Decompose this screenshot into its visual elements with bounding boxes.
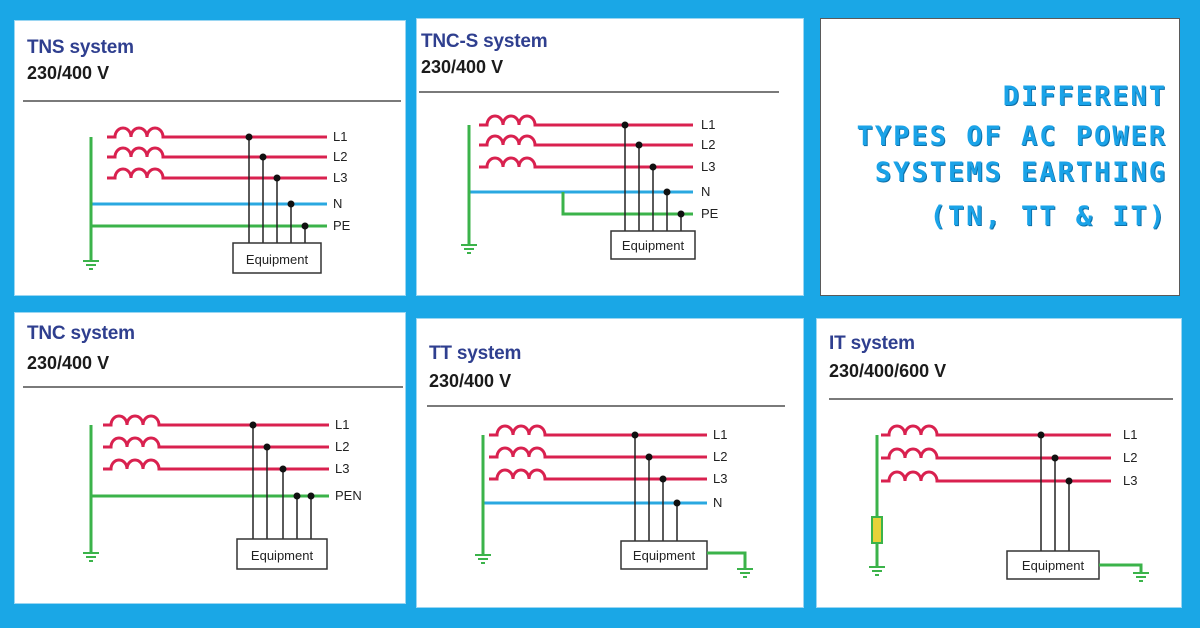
phase-conductors bbox=[167, 135, 327, 180]
phase-conductors bbox=[163, 423, 329, 471]
pe-conductor bbox=[561, 192, 693, 216]
tnc-system-panel: TNC system 230/400 V Equi bbox=[14, 312, 406, 604]
tns-system-panel: TNS system 230/400 V bbox=[14, 20, 406, 296]
tnc-s-system-panel: TNC-S system 230/400 V bbox=[416, 18, 804, 296]
line-label-pen: PEN bbox=[335, 488, 362, 503]
junction-dots bbox=[631, 431, 681, 507]
tt-wiring-diagram: Equipment L1 L2 L3 N bbox=[475, 424, 753, 578]
line-label-l2: L2 bbox=[1123, 450, 1137, 465]
equipment-box bbox=[620, 540, 708, 570]
line-label-l1: L1 bbox=[713, 427, 727, 442]
divider bbox=[419, 91, 779, 93]
it-wiring-diagram: Equipment L1 L2 L3 bbox=[869, 424, 1149, 582]
equipment-label: Equipment bbox=[633, 548, 696, 563]
divider bbox=[427, 405, 785, 407]
ground-symbol bbox=[461, 244, 477, 254]
panel-title: TT system bbox=[429, 343, 522, 364]
local-earth-conductor bbox=[1099, 563, 1143, 573]
equipment-label: Equipment bbox=[1022, 558, 1085, 573]
phase-conductors bbox=[539, 123, 693, 169]
headline-line-2: TYPES OF AC POWER bbox=[856, 121, 1167, 152]
line-label-pe: PE bbox=[333, 218, 351, 233]
headline-panel: DIFFERENT TYPES OF AC POWER SYSTEMS EART… bbox=[820, 18, 1180, 296]
line-label-l2: L2 bbox=[701, 137, 715, 152]
local-earth-conductor bbox=[707, 551, 747, 569]
tnc-wiring-diagram: Equipment L1 L2 L3 PEN bbox=[83, 414, 362, 570]
line-label-l3: L3 bbox=[701, 159, 715, 174]
line-label-n: N bbox=[701, 184, 710, 199]
junction-dots bbox=[621, 121, 685, 218]
panel-voltage: 230/400 V bbox=[421, 57, 504, 77]
panel-voltage: 230/400/600 V bbox=[829, 361, 947, 381]
panel-title: TNC system bbox=[27, 323, 135, 344]
transformer-windings bbox=[103, 414, 163, 471]
phase-conductors bbox=[549, 433, 707, 481]
junction-dots bbox=[245, 133, 309, 230]
line-label-pe: PE bbox=[701, 206, 719, 221]
tns-wiring-diagram: Equipment L1 L2 L3 N PE bbox=[83, 126, 351, 274]
headline-line-3: SYSTEMS EARTHING bbox=[874, 157, 1167, 188]
line-label-n: N bbox=[713, 495, 722, 510]
panel-voltage: 230/400 V bbox=[27, 353, 110, 373]
ground-symbol bbox=[83, 260, 99, 270]
divider bbox=[829, 398, 1173, 400]
line-label-n: N bbox=[333, 196, 342, 211]
equipment-taps bbox=[252, 425, 312, 539]
line-label-l1: L1 bbox=[333, 129, 347, 144]
transformer-windings bbox=[489, 424, 549, 481]
divider bbox=[23, 386, 403, 388]
line-label-l3: L3 bbox=[333, 170, 347, 185]
equipment-taps bbox=[624, 125, 682, 231]
equipment-taps bbox=[1040, 435, 1070, 551]
headline-line-4: (TN, TT & IT) bbox=[929, 201, 1167, 232]
line-label-l1: L1 bbox=[701, 117, 715, 132]
junction-dots bbox=[249, 421, 315, 500]
tnc-s-wiring-diagram: Equipment L1 L2 L3 N PE bbox=[461, 114, 719, 260]
line-label-l3: L3 bbox=[1123, 473, 1137, 488]
equipment-taps bbox=[248, 137, 306, 243]
equipment-label: Equipment bbox=[246, 252, 309, 267]
equipment-box bbox=[232, 242, 322, 274]
headline-line-1: DIFFERENT bbox=[1002, 81, 1167, 112]
line-label-l2: L2 bbox=[335, 439, 349, 454]
divider bbox=[23, 100, 401, 102]
panel-voltage: 230/400 V bbox=[27, 63, 110, 83]
source-ground-symbol bbox=[869, 566, 885, 576]
line-label-l3: L3 bbox=[335, 461, 349, 476]
it-system-panel: IT system 230/400/600 V Equipment bbox=[816, 318, 1182, 608]
junction-dots bbox=[1037, 431, 1073, 485]
line-label-l3: L3 bbox=[713, 471, 727, 486]
tt-system-panel: TT system 230/400 V Equipment bbox=[416, 318, 804, 608]
transformer-windings bbox=[881, 424, 941, 483]
equipment-label: Equipment bbox=[251, 548, 314, 563]
equipment-ground-symbol bbox=[737, 568, 753, 578]
line-label-l1: L1 bbox=[1123, 427, 1137, 442]
equipment-box bbox=[610, 230, 696, 260]
panel-voltage: 230/400 V bbox=[429, 371, 512, 391]
equipment-ground-symbol bbox=[1133, 572, 1149, 582]
source-ground-symbol bbox=[475, 554, 491, 564]
ground-symbol bbox=[83, 552, 99, 562]
equipment-box bbox=[236, 538, 328, 570]
panel-title: TNC-S system bbox=[421, 31, 548, 52]
line-label-l2: L2 bbox=[333, 149, 347, 164]
transformer-windings bbox=[479, 114, 539, 169]
phase-conductors bbox=[941, 433, 1111, 483]
impedance-resistor bbox=[871, 516, 883, 544]
panel-title: TNS system bbox=[27, 37, 134, 58]
line-label-l1: L1 bbox=[335, 417, 349, 432]
panel-title: IT system bbox=[829, 333, 915, 354]
transformer-windings bbox=[107, 126, 167, 180]
equipment-label: Equipment bbox=[622, 238, 685, 253]
equipment-taps bbox=[634, 435, 678, 541]
line-label-l2: L2 bbox=[713, 449, 727, 464]
